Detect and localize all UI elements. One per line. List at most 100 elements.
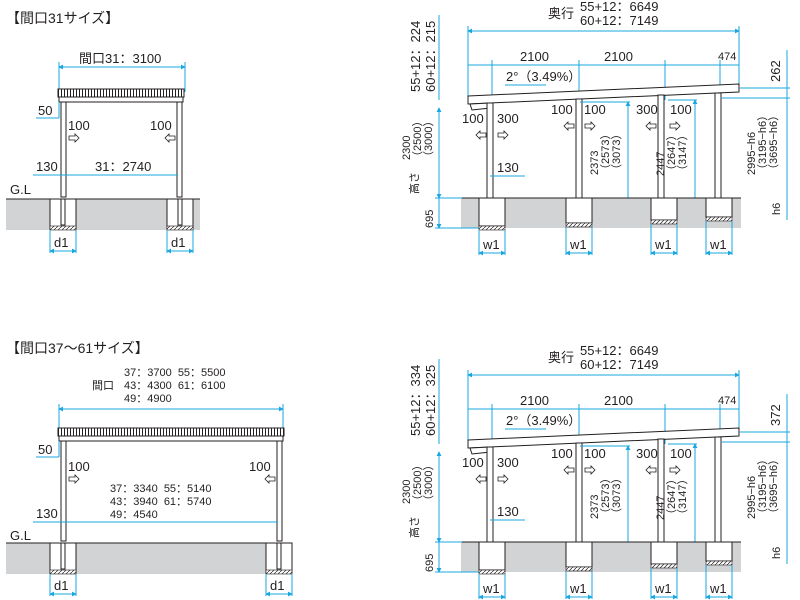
post-left-embed [60,542,66,570]
post-2 [575,98,583,199]
post-right [176,101,183,198]
slope-label: 2°（3.49%） [506,69,581,84]
foundation-label-4: w1 [709,237,727,252]
ground-level-label: G.L [10,182,31,197]
rear-height-value-3: （3147） [676,130,689,176]
end-height-value-2: （3195−h6） [756,454,769,519]
direction-arrow-right-icon [669,121,681,131]
gravel-2 [565,222,593,228]
post-setback-label: 130 [36,506,58,521]
gravel-3 [650,563,678,569]
eave-offset-label: 50 [38,442,52,457]
post-3 [657,94,665,199]
arrow-right-label: 100 [150,118,172,133]
height-value-2: （2500） [411,116,424,162]
direction-arrow-right-icon [497,130,509,140]
foundation-2 [565,541,593,568]
mid-arrow-right-label: 100 [584,446,606,461]
arrow-right-label: 100 [249,459,271,474]
post-left-embed [60,198,66,226]
direction-arrow-right-icon [497,474,509,484]
foundation-left-label: d1 [54,578,68,593]
end-height-value-3: （3695−h6） [767,454,780,519]
rear-arrow-left-label: 300 [636,102,658,117]
foundation-label-3: w1 [654,237,672,252]
rear-height-value-1: 2447 [655,152,667,176]
front-view-31: 【間口31サイズ】 間口31：3100 50 100 100 130 31：27… [6,10,200,254]
post-setback-label: 130 [36,159,58,174]
inner-line-2: 43：3940 61：5740 [110,496,212,508]
post-right [276,440,283,542]
mid-height-value-1: 2373 [589,151,601,175]
front-depth-label: 695 [424,554,436,572]
direction-arrow-left-icon [475,130,487,140]
gravel-4 [705,216,733,222]
foundation-4 [705,197,733,218]
foundation-label-2: w1 [569,237,587,252]
height-label: 高さ [407,172,421,194]
rear-height-value-3: （3147） [676,474,689,520]
rise-line-2: 60+12：325 [423,365,438,436]
post-left [60,440,67,542]
front-arrow-right-label: 300 [497,111,519,126]
slope-label: 2°（3.49%） [506,413,581,428]
rear-height-value-1: 2447 [655,496,667,520]
section-title-31: 【間口31サイズ】 [6,10,119,26]
height-value-1: 2300 [401,136,413,160]
mid-arrow-left-label: 100 [551,446,573,461]
end-height-value-3: （3695−h6） [767,110,780,175]
inner-line-1: 37：3340 55：5140 [110,483,212,495]
mid-height-value-3: （3073） [610,473,623,519]
mid-height-value-2: （2573） [599,129,612,175]
direction-arrow-left-icon [563,121,575,131]
mid-arrow-left-label: 100 [551,102,573,117]
gravel-left [49,225,77,231]
direction-arrow-right-icon [68,133,80,143]
gravel-3 [650,219,678,225]
post-1 [486,102,494,199]
depth-line-1: 55+12：6649 [580,343,658,358]
post-4 [714,436,722,543]
mid-arrow-right-label: 100 [584,102,606,117]
post-1 [486,446,494,543]
post-left [60,101,67,198]
direction-arrow-right-icon [584,121,596,131]
foundation-1 [478,197,506,227]
foundation-3 [650,197,678,221]
rear-arrow-left-label: 300 [636,446,658,461]
depth-line-2: 60+12：7149 [580,13,658,28]
inner-width-label: 31：2740 [95,159,151,174]
width-label: 間口31：3100 [79,51,161,66]
foundation-label-1: w1 [482,237,500,252]
right-drop-label: 262 [768,60,783,82]
mid-height-value-2: （2573） [599,473,612,519]
end-height-value-2: （3195−h6） [756,110,769,175]
ground [461,542,741,572]
span-1-label: 2100 [520,49,549,64]
gravel-right [265,569,293,575]
foundation-label-2: w1 [569,581,587,596]
foundation-label-4: w1 [709,581,727,596]
end-depth-label: h6 [771,547,783,559]
roof-beam [467,427,740,449]
height-value-2: （2500） [411,460,424,506]
gravel-1 [478,225,506,231]
direction-arrow-right-icon [584,465,596,475]
rise-line-2: 60+12：215 [423,21,438,92]
post-setback-label: 130 [497,504,519,519]
width-line-3: 49：4900 [124,393,172,405]
mid-height-value-3: （3073） [610,129,623,175]
span-2-label: 2100 [604,393,633,408]
end-height-value-1: 2995−h6 [746,476,758,519]
foundation-1 [478,541,506,571]
end-depth-label: h6 [771,203,783,215]
roof-beam [467,83,740,105]
depth-line-1: 55+12：6649 [580,0,658,14]
front-arrow-left-label: 100 [462,455,484,470]
foundation-right-label: d1 [171,235,185,250]
front-view-37-61: 【間口37〜61サイズ】 間口 37：3700 55：5500 43：4300 … [6,340,293,597]
foundation-label-1: w1 [482,581,500,596]
